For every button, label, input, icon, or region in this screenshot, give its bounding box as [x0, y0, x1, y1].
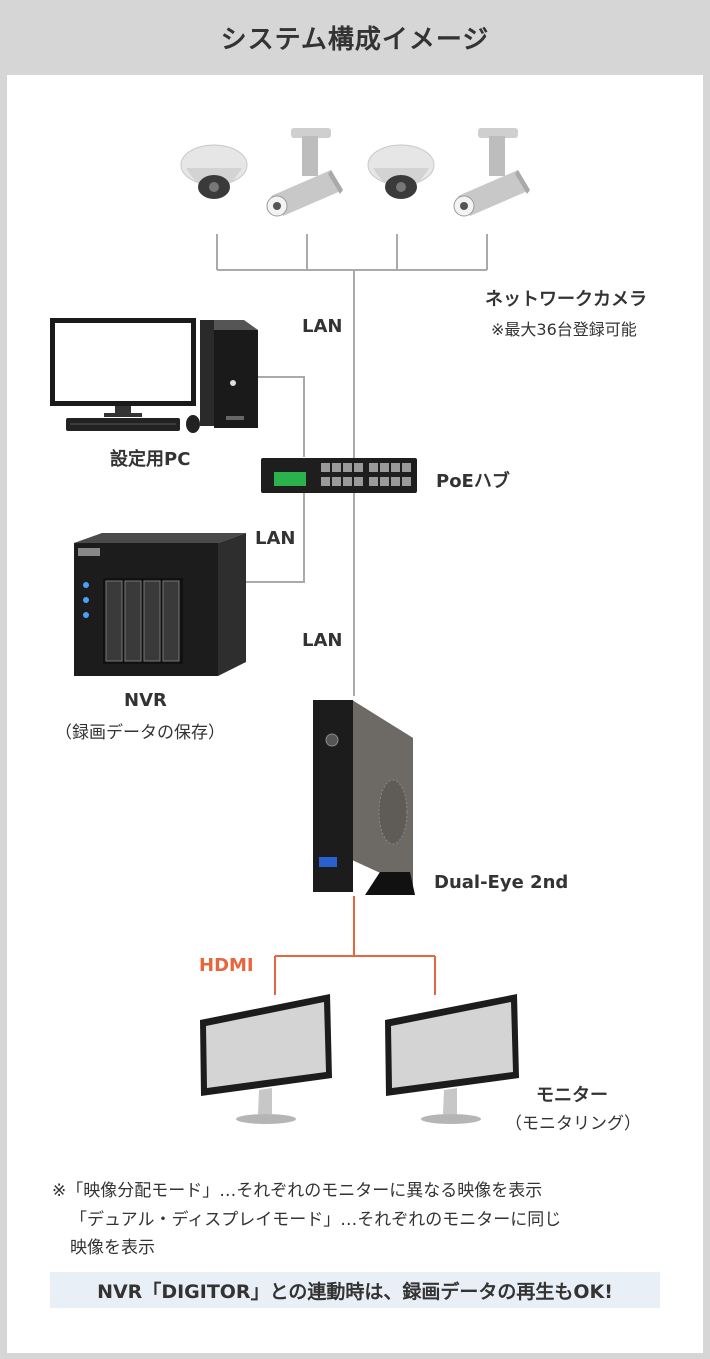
pc-monitor-icon	[50, 318, 196, 417]
nvr-label: NVR	[124, 690, 167, 711]
dual-eye-label: Dual-Eye 2nd	[434, 872, 569, 893]
page-title: システム構成イメージ	[220, 25, 490, 55]
hdmi-lines	[274, 896, 436, 995]
monitor-note: （モニタリング）	[505, 1114, 641, 1134]
bullet-camera-icon	[453, 128, 530, 217]
camera-note: ※最大36台登録可能	[491, 320, 637, 339]
header: システム構成イメージ	[0, 0, 710, 75]
pc-tower-icon	[200, 320, 258, 428]
lan-label-bottom: LAN	[302, 630, 343, 651]
keyboard-icon	[66, 418, 180, 431]
mouse-icon	[186, 415, 200, 433]
bottom-highlight-bar: NVR「DIGITOR」との連動時は、録画データの再生もOK!	[50, 1272, 660, 1308]
nvr-note: （録画データの保存）	[55, 723, 225, 743]
note-line-1: ※「映像分配モード」…それぞれのモニターに異なる映像を表示	[52, 1181, 543, 1201]
pc-hub-line	[257, 376, 305, 457]
monitor-left-icon	[200, 994, 332, 1124]
hdmi-label: HDMI	[199, 955, 254, 976]
note-line-2: 「デュアル・ディスプレイモード」…それぞれのモニターに同じ	[70, 1210, 562, 1230]
pc-label: 設定用PC	[110, 449, 191, 470]
dome-camera-icon	[180, 144, 248, 199]
network-camera-label: ネットワークカメラ	[485, 289, 647, 310]
nvr-device-icon	[74, 533, 246, 676]
dome-camera-icon	[367, 144, 435, 199]
lan-label-mid: LAN	[255, 528, 296, 549]
note-line-3: 映像を表示	[70, 1238, 155, 1258]
poe-hub-label: PoEハブ	[436, 471, 510, 492]
dual-eye-device-icon	[313, 700, 415, 895]
nvr-hub-line	[246, 493, 305, 583]
lan-label-top: LAN	[302, 316, 343, 337]
bottom-message: NVR「DIGITOR」との連動時は、録画データの再生もOK!	[97, 1280, 613, 1303]
monitor-right-icon	[385, 994, 519, 1124]
bullet-camera-icon	[266, 128, 343, 217]
poe-hub-icon	[261, 458, 417, 493]
monitor-label: モニター	[536, 1085, 608, 1106]
